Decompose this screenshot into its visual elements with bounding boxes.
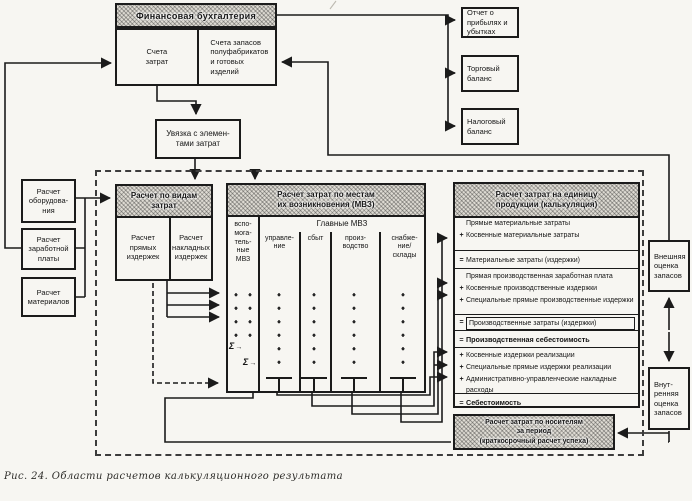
calc-row: =Производственные затраты (издержки) bbox=[457, 316, 635, 330]
unit-cost-calc-header: Расчет затрат на единицу продукции (каль… bbox=[455, 184, 638, 218]
materials-calc-label: Расчет материалов bbox=[27, 287, 70, 306]
cost-types-box: Расчет по видам затрат Расчет прямых изд… bbox=[115, 184, 213, 281]
cost-accounts-label: Счета затрат bbox=[145, 47, 169, 66]
trade-balance-box: Торговый баланс bbox=[461, 55, 519, 92]
aux-dot-grid bbox=[231, 285, 241, 341]
equipment-calc-box: Расчет оборудова- ния bbox=[21, 179, 76, 223]
dot-grid-production bbox=[349, 285, 359, 367]
figure-caption: Рис. 24. Области расчетов калькуляционно… bbox=[4, 471, 344, 482]
calc-row: +Косвенные производственные издержки bbox=[459, 285, 598, 292]
column-sum-bar bbox=[390, 377, 416, 393]
dot-grid-supply bbox=[398, 285, 408, 367]
profit-loss-report-label: Отчет о прибылях и убытках bbox=[467, 8, 508, 37]
calc-section-production: Прямая производственная заработная плата… bbox=[455, 268, 638, 314]
unit-cost-calc-title: Расчет затрат на единицу продукции (каль… bbox=[495, 190, 598, 209]
column-sum-bar bbox=[301, 377, 327, 393]
inventory-accounts-box: Счета запасов полуфабрикатов и готовых и… bbox=[196, 30, 275, 84]
management-accounting-dashed-border bbox=[95, 170, 644, 456]
cost-accounts-box: Счета затрат bbox=[117, 30, 197, 84]
aux-mvz-label: вспо- мога- тель- ные МВЗ bbox=[234, 221, 252, 263]
equipment-calc-label: Расчет оборудова- ния bbox=[28, 186, 69, 215]
direct-costs-cell: Расчет прямых издержек bbox=[117, 216, 169, 279]
mvz-col-sales-label: сбыт bbox=[307, 235, 324, 242]
cost-centers-matrix: вспо- мога- тель- ные МВЗ Главные МВЗ уп… bbox=[228, 215, 424, 393]
calc-section-material-total: =Материальные затраты (издержки) bbox=[455, 250, 638, 268]
aux-mvz-column: вспо- мога- тель- ные МВЗ bbox=[228, 215, 260, 391]
calc-row: +Специальные прямые издержки реализации bbox=[459, 364, 612, 371]
unit-cost-calc-box: Расчет затрат на единицу продукции (каль… bbox=[453, 182, 640, 408]
tax-balance-box: Налоговый баланс bbox=[461, 108, 519, 145]
financial-accounting-header: Финансовая бухгалтерия bbox=[115, 3, 277, 28]
financial-accounting-accounts: Счета затрат Счета запасов полуфабрикато… bbox=[115, 28, 277, 86]
sigma-icon: Σ bbox=[243, 357, 256, 367]
main-mvz-label: Главные МВЗ bbox=[316, 219, 368, 228]
wages-calc-box: Расчет заработной платы bbox=[21, 228, 76, 270]
materials-calc-box: Расчет материалов bbox=[21, 277, 76, 317]
calc-row: +Косвенные издержки реализации bbox=[459, 352, 575, 359]
calc-row: +Косвенные материальные затраты bbox=[459, 232, 580, 239]
internal-valuation-box: Внут- ренняя оценка запасов bbox=[648, 367, 690, 430]
direct-costs-label: Расчет прямых издержек bbox=[126, 232, 160, 262]
inventory-accounts-label: Счета запасов полуфабрикатов и готовых и… bbox=[210, 37, 269, 76]
calc-section-selling: +Косвенные издержки реализации +Специаль… bbox=[455, 347, 638, 394]
financial-accounting-title: Финансовая бухгалтерия bbox=[135, 10, 257, 21]
calc-section-material: Прямые материальные затраты +Косвенные м… bbox=[455, 216, 638, 250]
calc-row: =Себестоимость bbox=[459, 398, 522, 407]
overhead-costs-cell: Расчет накладных издержек bbox=[169, 216, 211, 279]
cost-types-header: Расчет по видам затрат bbox=[117, 186, 211, 218]
calc-row: =Производственная себестоимость bbox=[459, 335, 590, 344]
tax-balance-label: Налоговый баланс bbox=[467, 117, 506, 136]
linkage-label: Увязка с элемен- тами затрат bbox=[166, 129, 230, 148]
external-valuation-box: Внешняя оценка запасов bbox=[648, 240, 690, 292]
calc-section-total-cost: =Себестоимость bbox=[455, 393, 638, 410]
trade-balance-label: Торговый баланс bbox=[467, 64, 500, 83]
main-mvz-strip: Главные МВЗ bbox=[260, 215, 424, 232]
mvz-col-supply-label: снабже- ние/ склады bbox=[391, 235, 418, 259]
mvz-col-management-label: управле- ние bbox=[265, 235, 294, 251]
cost-types-title: Расчет по видам затрат bbox=[130, 191, 198, 210]
mvz-col-management: управле- ние bbox=[260, 232, 299, 391]
cost-centers-box: Расчет затрат по местам их возникновения… bbox=[226, 183, 426, 393]
wages-calc-label: Расчет заработной платы bbox=[28, 234, 69, 263]
sigma-icon: Σ bbox=[229, 341, 242, 351]
dot-grid-management bbox=[274, 285, 284, 367]
calc-section-production-total: =Производственные затраты (издержки) bbox=[455, 314, 638, 330]
period-calc-label: Расчет затрат по носителям за период (кр… bbox=[479, 419, 589, 445]
cost-centers-title: Расчет затрат по местам их возникновения… bbox=[277, 190, 375, 209]
calc-row: +Административно-управленческие накладны… bbox=[459, 376, 617, 394]
profit-loss-report-box: Отчет о прибылях и убытках bbox=[461, 7, 519, 38]
column-sum-bar bbox=[266, 377, 292, 393]
dot-grid-sales bbox=[309, 285, 319, 367]
mvz-col-production: произ- водство bbox=[330, 232, 379, 391]
internal-valuation-label: Внут- ренняя оценка запасов bbox=[654, 379, 682, 417]
linkage-box: Увязка с элемен- тами затрат bbox=[155, 119, 241, 159]
mvz-col-sales: сбыт bbox=[299, 232, 330, 391]
overhead-costs-label: Расчет накладных издержек bbox=[172, 232, 210, 262]
aux-dot-grid bbox=[245, 285, 255, 341]
external-valuation-label: Внешняя оценка запасов bbox=[654, 251, 686, 280]
calc-row: Прямая производственная заработная плата bbox=[466, 273, 613, 280]
column-sum-bar bbox=[341, 377, 367, 393]
calc-row: =Материальные затраты (издержки) bbox=[459, 256, 580, 264]
cost-centers-header: Расчет затрат по местам их возникновения… bbox=[228, 185, 424, 217]
period-calc-box: Расчет затрат по носителям за период (кр… bbox=[453, 414, 615, 450]
calc-row: Прямые материальные затраты bbox=[466, 220, 571, 227]
calc-section-production-cost: =Производственная себестоимость bbox=[455, 330, 638, 347]
mvz-col-supply: снабже- ние/ склады bbox=[379, 232, 428, 391]
calc-row: +Специальные прямые производственные изд… bbox=[459, 297, 634, 304]
mvz-col-production-label: произ- водство bbox=[342, 235, 369, 251]
